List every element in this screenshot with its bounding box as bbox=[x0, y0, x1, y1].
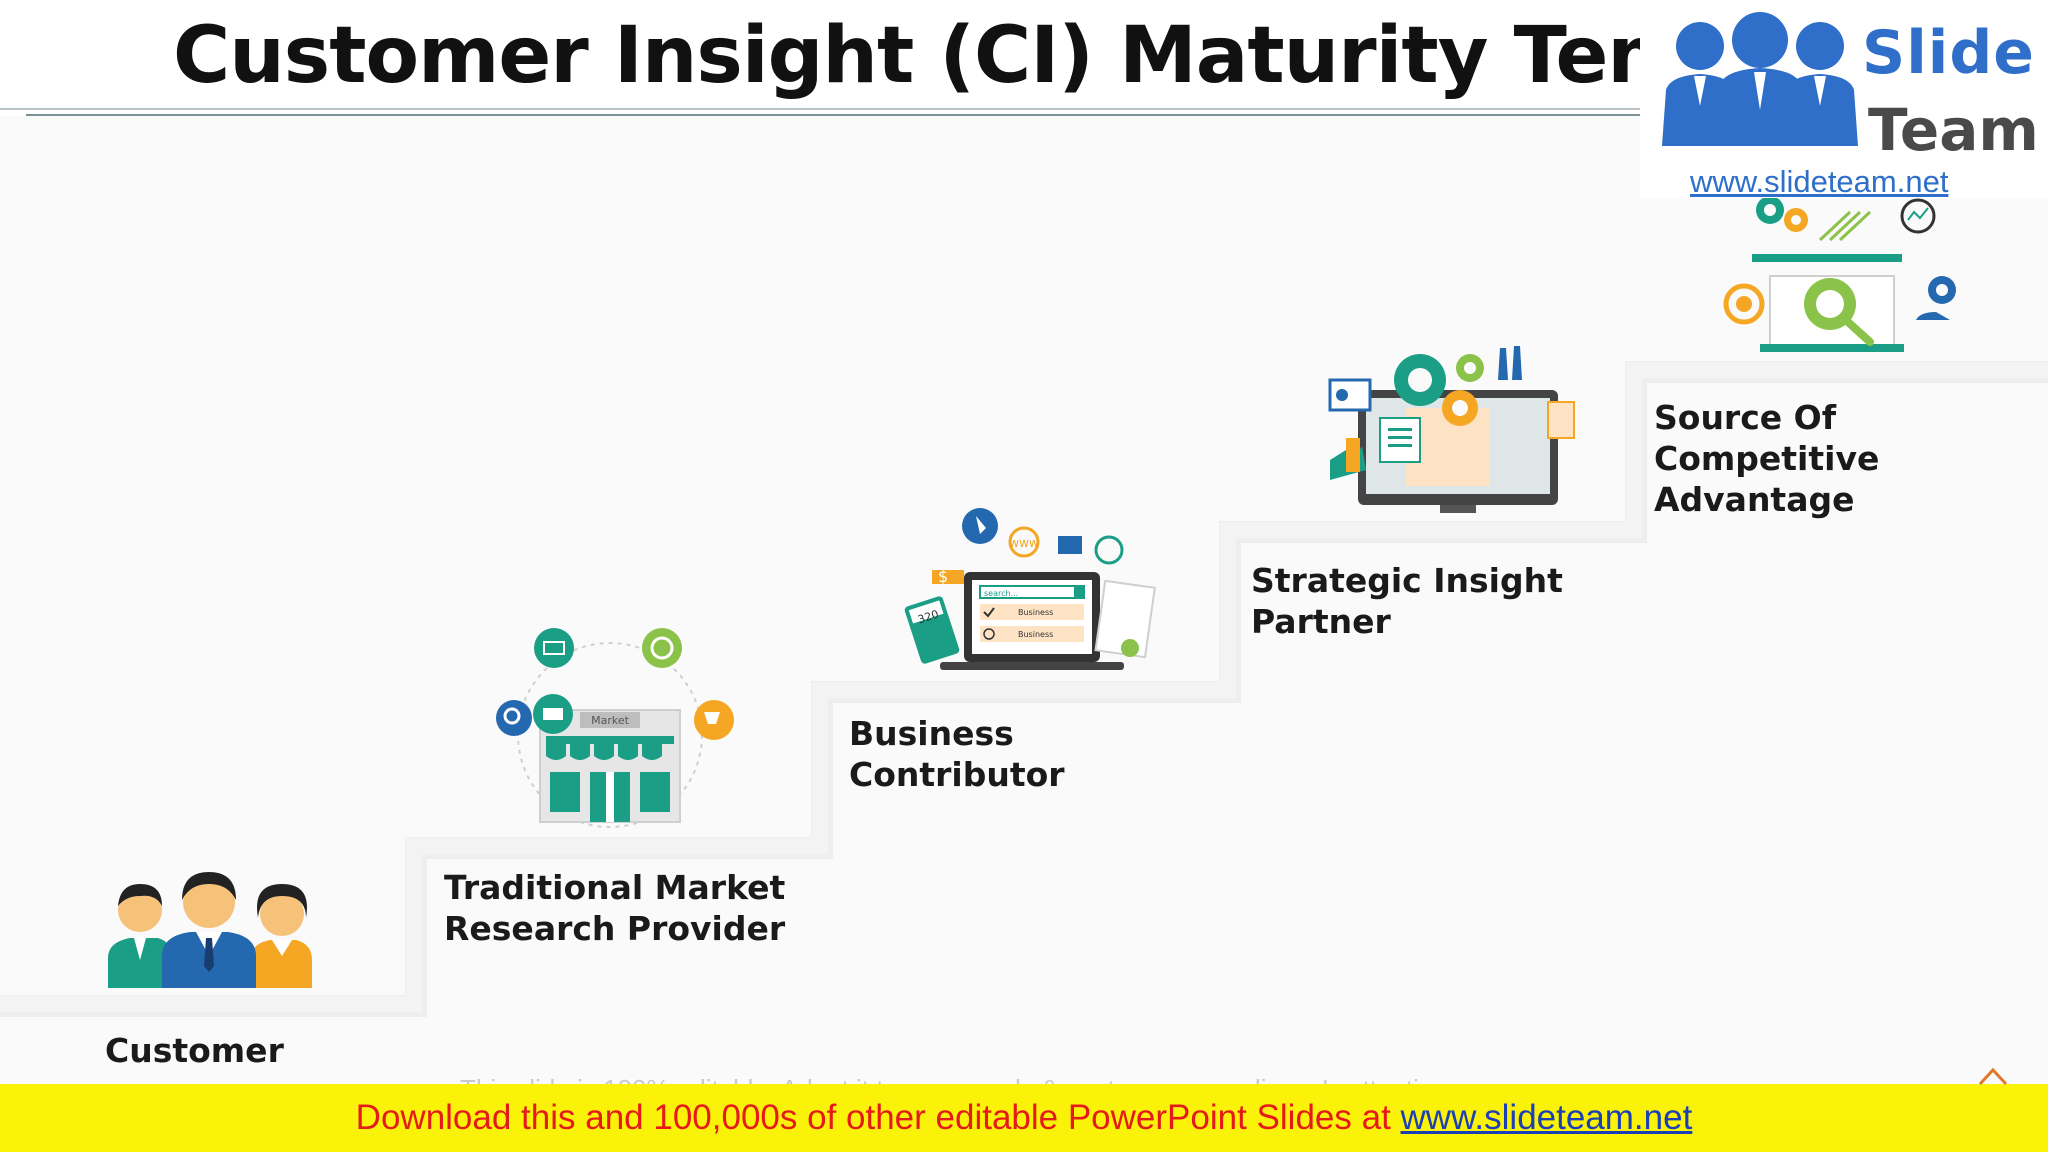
title-divider bbox=[0, 108, 1660, 110]
step-label-business-contributor: Business Contributor bbox=[849, 714, 1065, 794]
scroll-up-icon[interactable] bbox=[1978, 1066, 2008, 1086]
option-business-2: Business bbox=[1018, 630, 1053, 639]
step-label-competitive-advantage: Source Of Competitive Advantage bbox=[1654, 398, 1880, 519]
option-business-1: Business bbox=[1018, 608, 1053, 617]
analytics-board-icon bbox=[1723, 196, 1956, 352]
step-label-market-research: Traditional Market Research Provider bbox=[444, 868, 786, 948]
logo-brand-team: Team bbox=[1868, 96, 2039, 164]
people-icon bbox=[108, 872, 312, 988]
staircase bbox=[0, 361, 2048, 1017]
logo-people-icon bbox=[1662, 12, 1858, 146]
market-store-icon: Market bbox=[496, 628, 734, 828]
banner-text: Download this and 100,000s of other edit… bbox=[356, 1098, 1693, 1138]
banner-link[interactable]: www.slideteam.net bbox=[1400, 1098, 1693, 1137]
step-label-strategic-insight: Strategic Insight Partner bbox=[1251, 561, 1563, 641]
logo-url-link[interactable]: www.slideteam.net bbox=[1690, 164, 1949, 199]
laptop-search-icon: www $ search... Business Business 320 bbox=[904, 508, 1156, 670]
title-divider-secondary bbox=[26, 114, 1660, 116]
svg-text:$: $ bbox=[938, 567, 948, 586]
download-banner: Download this and 100,000s of other edit… bbox=[0, 1084, 2048, 1152]
monitor-gears-icon bbox=[1328, 346, 1575, 513]
page-title: Customer Insight (CI) Maturity Template bbox=[173, 11, 1909, 101]
svg-text:www: www bbox=[1009, 536, 1039, 550]
step-label-customer: Customer bbox=[105, 1031, 284, 1070]
store-sign: Market bbox=[591, 714, 629, 727]
banner-message: Download this and 100,000s of other edit… bbox=[355, 1098, 1401, 1137]
search-field-text: search... bbox=[984, 589, 1018, 598]
calculator-display: 320 bbox=[916, 608, 940, 627]
logo-brand-slide: Slide bbox=[1862, 18, 2035, 88]
